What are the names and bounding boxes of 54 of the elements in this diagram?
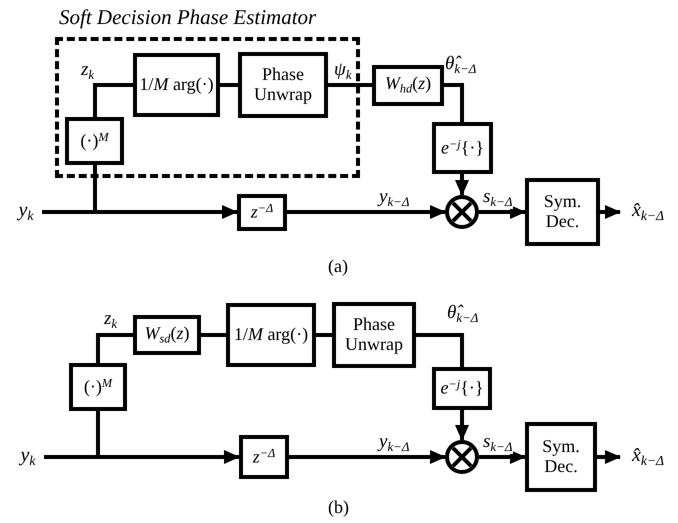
process-box bbox=[226, 303, 316, 367]
block-label: Phase Unwrap bbox=[253, 65, 313, 105]
connector-line bbox=[96, 333, 133, 363]
process-box bbox=[237, 194, 287, 231]
signal-label: y$_{k}$ bbox=[12, 442, 44, 472]
block-label: 1/M arg(·) bbox=[139, 75, 214, 95]
process-box bbox=[133, 53, 220, 117]
process-box bbox=[65, 117, 124, 165]
block-label: 1/M arg(·) bbox=[234, 325, 308, 345]
signal-label: x̂$_{k−Δ}$ bbox=[620, 197, 676, 227]
connector-line bbox=[316, 333, 332, 337]
process-box bbox=[432, 122, 493, 174]
panel-label: (a) bbox=[328, 256, 348, 277]
block-label: Phase Unwrap bbox=[344, 315, 404, 355]
process-box bbox=[525, 422, 597, 492]
block-label: e$^{−j}${·} bbox=[440, 378, 484, 399]
connector-line bbox=[479, 450, 526, 464]
connector-line bbox=[455, 174, 469, 196]
block-label: Sym. Dec. bbox=[541, 437, 581, 477]
process-box bbox=[432, 367, 492, 410]
connector-line bbox=[201, 333, 226, 337]
process-box bbox=[372, 65, 444, 106]
group-heading: Soft Decision Phase Estimator bbox=[59, 5, 316, 30]
connector-line bbox=[220, 83, 238, 87]
connector-line bbox=[93, 83, 133, 117]
connector-line bbox=[287, 205, 446, 219]
signal-label: y$_{k}$ bbox=[10, 197, 42, 227]
block-label: (·)$^{M}$ bbox=[84, 376, 112, 398]
multiplier-circle bbox=[445, 195, 479, 229]
process-box bbox=[69, 363, 127, 411]
panel-label: (b) bbox=[328, 497, 349, 518]
block-label: W$_{sd}$(z) bbox=[144, 324, 190, 346]
connector-line bbox=[416, 333, 464, 367]
connector-line bbox=[455, 410, 469, 441]
connector-line bbox=[328, 83, 372, 87]
multiplier-circle bbox=[445, 440, 479, 474]
block-label: e$^{−j}${·} bbox=[441, 138, 484, 158]
process-box bbox=[239, 435, 289, 479]
connector-line bbox=[597, 450, 621, 464]
connector-line bbox=[42, 165, 97, 214]
connector-line bbox=[444, 83, 464, 122]
connector-line bbox=[600, 205, 621, 219]
block-label: z$^{−Δ}$ bbox=[250, 202, 274, 223]
process-box bbox=[133, 315, 201, 355]
connector-line bbox=[289, 450, 446, 464]
process-box bbox=[238, 52, 328, 118]
process-box bbox=[332, 302, 416, 368]
connector-line bbox=[479, 205, 526, 219]
block-label: z$^{−Δ}$ bbox=[252, 446, 276, 468]
block-label: W$_{hd}$(z) bbox=[384, 74, 432, 97]
block-label: Sym. Dec. bbox=[542, 192, 582, 232]
signal-label: x̂$_{k−Δ}$ bbox=[620, 442, 676, 472]
block-label: (·)$^{M}$ bbox=[80, 130, 109, 152]
process-box bbox=[525, 178, 600, 246]
